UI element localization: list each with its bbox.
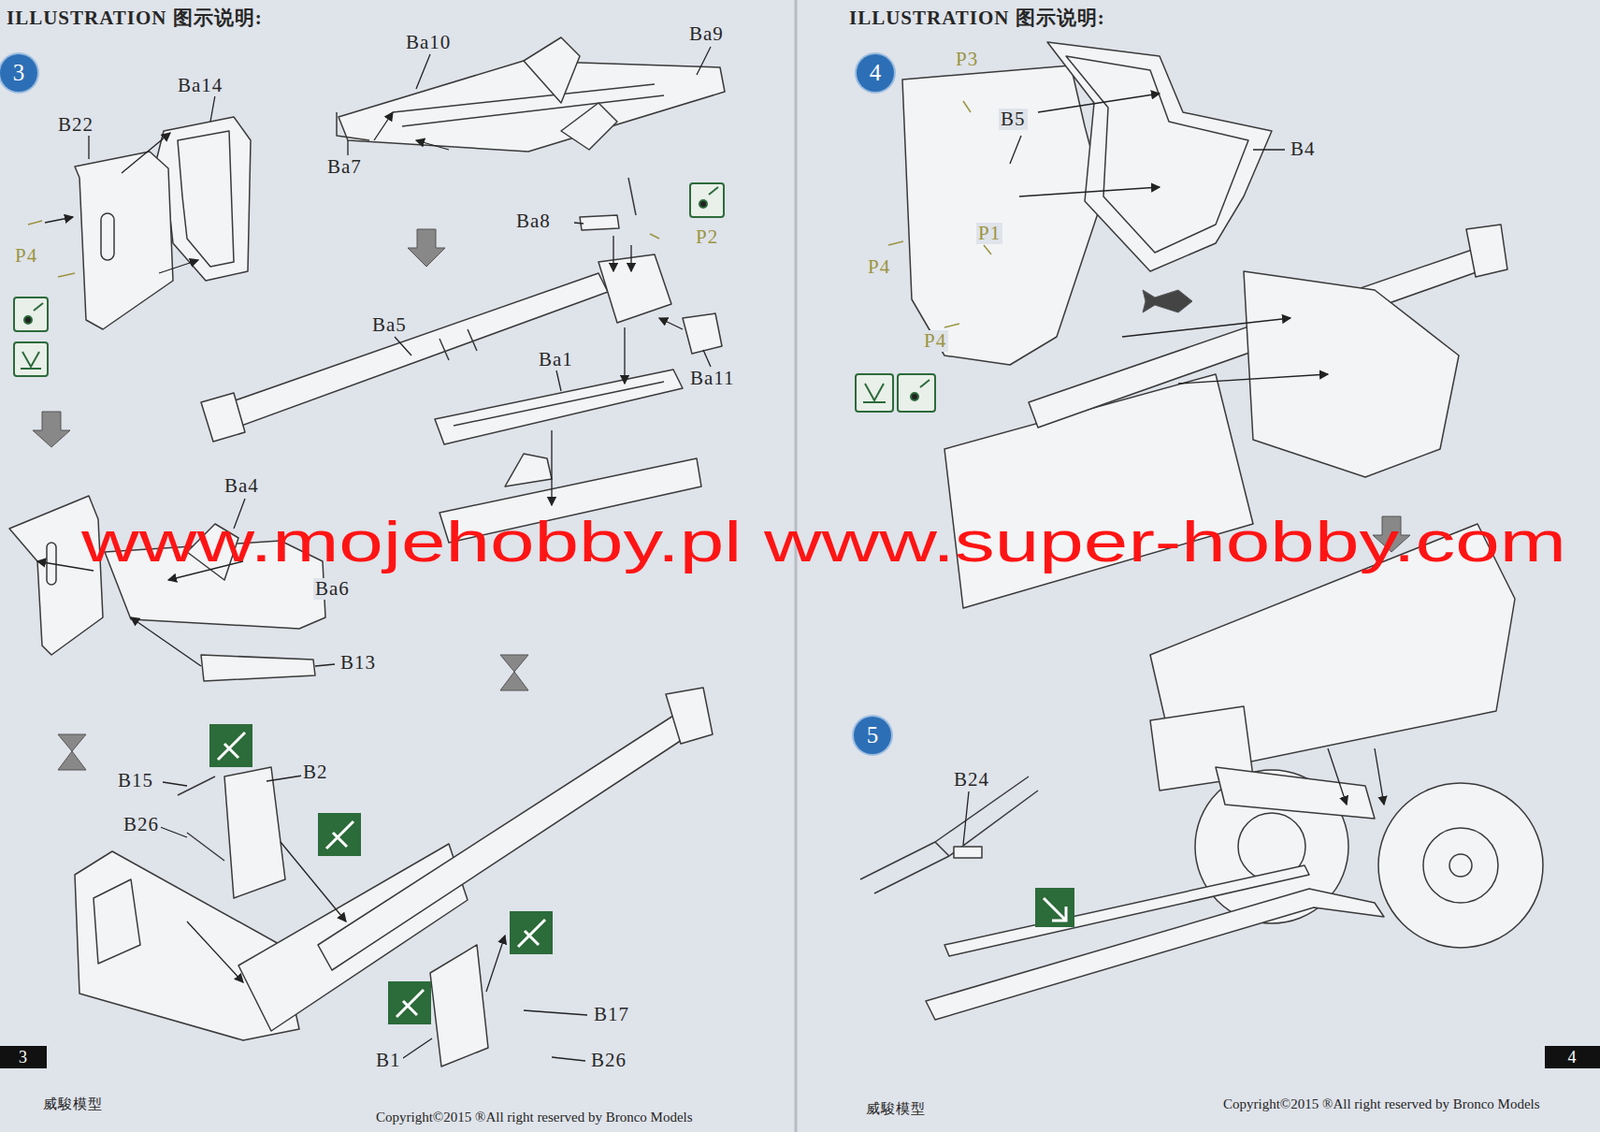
part-label: B2 <box>301 761 331 783</box>
part-label: B26 <box>121 813 161 836</box>
part-label: Ba6 <box>313 577 352 600</box>
part-label: Ba8 <box>514 210 553 232</box>
page-number: 3 <box>0 1045 47 1068</box>
step-circle: 3 <box>0 54 38 92</box>
page-header: ILLUSTRATION 图示说明: <box>4 7 265 29</box>
part-label: Ba1 <box>536 348 576 371</box>
brand-name: 威駿模型 <box>41 1095 105 1112</box>
part-label: B1 <box>374 1049 404 1071</box>
part-label: B13 <box>338 651 378 674</box>
step-number: 5 <box>853 716 892 754</box>
part-label: P4 <box>922 330 949 352</box>
brand-name: 威駿模型 <box>864 1100 928 1117</box>
part-label: B5 <box>998 108 1028 130</box>
copyright-note: Copyright©2015 ®All right reserved by Br… <box>1221 1095 1543 1112</box>
step-circle: 4 <box>856 54 894 92</box>
part-label: P4 <box>865 256 893 278</box>
watermark: www.mojehobby.pl www.super-hobby.com <box>81 512 1567 571</box>
part-label: Ba10 <box>403 31 453 54</box>
part-label: Ba11 <box>688 367 737 390</box>
copyright-note: Copyright©2015 ®All right reserved by Br… <box>374 1109 695 1125</box>
part-label: P2 <box>693 226 721 248</box>
part-label: Ba7 <box>325 156 364 178</box>
part-label: Ba5 <box>370 314 409 336</box>
part-label: P3 <box>953 48 981 71</box>
step-number: 4 <box>856 54 894 92</box>
part-label: B15 <box>115 769 156 792</box>
part-label: B24 <box>951 768 992 791</box>
step-circle: 5 <box>853 716 892 754</box>
page-header: ILLUSTRATION 图示说明: <box>847 7 1108 29</box>
part-label: P1 <box>976 222 1003 245</box>
part-label: P4 <box>13 245 40 267</box>
part-label: B26 <box>589 1049 629 1071</box>
part-label: Ba14 <box>175 74 225 97</box>
step-number: 3 <box>0 54 38 92</box>
part-label: B17 <box>591 1003 632 1025</box>
part-label: Ba9 <box>687 23 726 45</box>
part-label: B4 <box>1288 138 1318 160</box>
part-label: B22 <box>56 114 96 136</box>
page-number: 4 <box>1544 1045 1600 1068</box>
part-label: Ba4 <box>222 475 261 497</box>
